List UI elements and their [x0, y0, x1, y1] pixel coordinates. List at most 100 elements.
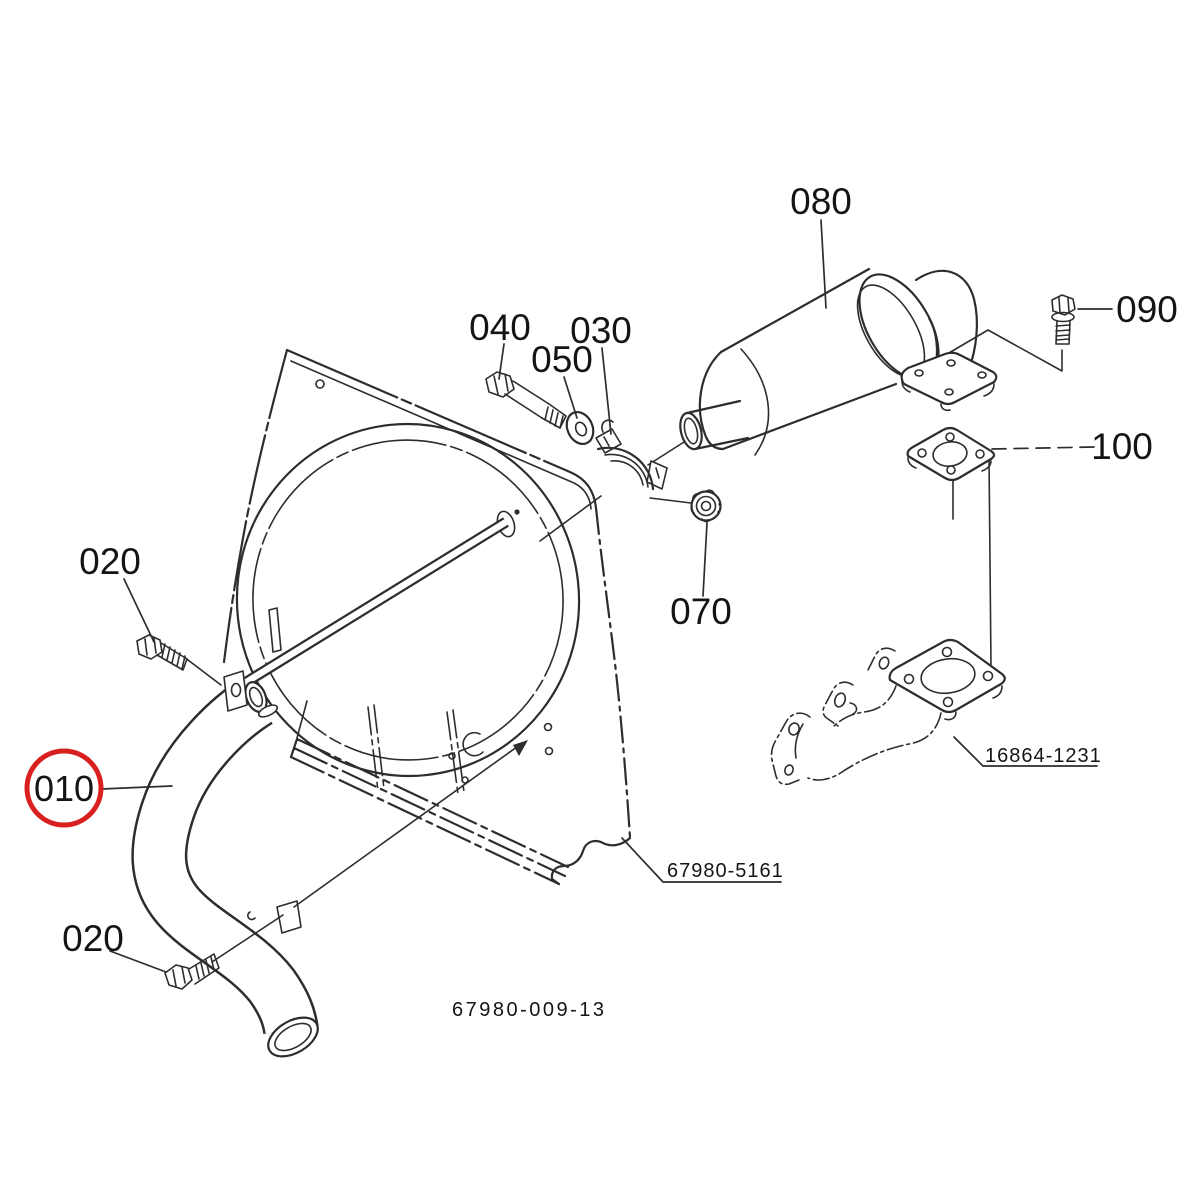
fan-opening-inner — [252, 439, 564, 761]
balloon-090[interactable]: 090 — [1116, 289, 1178, 330]
leader-080 — [820, 219, 827, 309]
washer-050-drawing[interactable] — [562, 408, 598, 448]
balloon-020-lower[interactable]: 020 — [62, 918, 124, 959]
plate-hole-top-left — [315, 379, 325, 389]
leader-070 — [702, 522, 708, 597]
balloon-030[interactable]: 030 — [570, 310, 632, 351]
balloon-020-upper[interactable]: 020 — [79, 541, 141, 582]
muffler-flange-hole-1 — [914, 369, 924, 377]
balloon-100[interactable]: 100 — [1091, 426, 1153, 467]
bolt-020u-threads — [161, 643, 186, 670]
muffler-flange-thickness — [901, 380, 995, 412]
plate-hole-1 — [543, 722, 553, 732]
tail-pipe-upper-tab-hole — [230, 682, 242, 698]
plate-cutout — [367, 704, 465, 795]
leader-040 — [498, 343, 505, 380]
tail-pipe-inlet-rim — [248, 686, 264, 708]
manifold-body-outer — [807, 712, 942, 781]
highlight-circle-010[interactable] — [24, 748, 104, 828]
balloon-050[interactable]: 050 — [531, 339, 593, 380]
tail-pipe-upper-tab — [223, 670, 248, 712]
leader-lines — [100, 219, 1113, 973]
construction-lines — [183, 329, 1063, 963]
plate-hole-dot — [514, 509, 520, 515]
plate-top-edge-inner — [290, 360, 592, 510]
plate-hole-c-shape — [462, 731, 484, 757]
bolt-020l-shank — [188, 953, 220, 985]
clamp-030-loop — [601, 419, 614, 433]
gasket-100-drawing[interactable] — [906, 426, 996, 482]
bolt-020-lower-drawing[interactable] — [164, 953, 220, 990]
muffler-080-drawing[interactable] — [677, 261, 998, 456]
bolt-040-head — [485, 371, 515, 398]
gasket-100-hole-1 — [917, 448, 927, 458]
align-line-upper — [183, 656, 222, 686]
manifold-body-inner — [832, 685, 897, 728]
muffler-flange — [900, 351, 998, 406]
manifold-center-bore — [920, 657, 976, 695]
bolt-040-head-facets — [493, 373, 509, 395]
bolt-040-threads — [544, 406, 564, 429]
muffler-body-bottom — [721, 382, 898, 451]
muffler-body-top — [719, 267, 871, 354]
nut-070-body — [695, 495, 717, 517]
leader-010 — [100, 785, 173, 790]
bolt-090-drawing[interactable] — [1051, 294, 1076, 345]
manifold-hole-1 — [903, 673, 915, 685]
plate-top-edge — [285, 348, 598, 510]
gasket-100-plate — [906, 426, 996, 482]
pipe-through-opening — [237, 517, 509, 691]
manifold-port-1-hole — [878, 656, 890, 670]
manifold-hole-2 — [941, 646, 953, 658]
bolt-020-upper-drawing[interactable] — [136, 634, 188, 671]
bolt-020l-head — [164, 964, 193, 990]
balloon-labels: 010 020 020 030 040 050 070 080 090 100 — [24, 181, 1178, 959]
manifold-port-2-hole — [833, 692, 847, 708]
balloon-040[interactable]: 040 — [469, 307, 531, 348]
plate-hole-3 — [448, 752, 456, 760]
manifold-port-3-hole-2 — [784, 764, 794, 776]
balloon-070[interactable]: 070 — [670, 591, 732, 632]
align-line-bolt-lower — [211, 914, 284, 963]
shroud-part-number[interactable]: 67980-5161 — [667, 860, 784, 882]
muffler-shoulder-seam — [740, 348, 770, 456]
leader-020-lower — [109, 950, 167, 973]
align-line-clamp-nut — [649, 497, 692, 504]
balloon-010[interactable]: 010 — [34, 768, 94, 809]
bolt-040-drawing[interactable] — [485, 371, 567, 429]
nut-070-hole — [700, 500, 712, 512]
muffler-flange-hole-2 — [946, 359, 956, 367]
align-line-clamp-left — [539, 495, 602, 542]
thin-pipe-core — [238, 519, 508, 689]
exhaust-manifold-drawing — [770, 638, 1006, 786]
nut-070-drawing[interactable] — [690, 489, 722, 523]
manifold-part-number[interactable]: 16864-1231 — [985, 745, 1102, 767]
tail-pipe-outlet-rim — [274, 1022, 312, 1052]
manifold-port-3 — [770, 712, 811, 786]
plate-hole-2 — [544, 746, 554, 756]
plate-left-edge — [222, 348, 289, 664]
plate-hole-4 — [461, 776, 469, 784]
leader-020-upper — [123, 578, 155, 643]
muffler-inlet-stub — [685, 399, 750, 451]
plate-right-edge — [594, 506, 632, 840]
bolt-090-collar — [1051, 311, 1075, 323]
tail-pipe-drawing[interactable] — [131, 670, 324, 1064]
clamp-030-band-inner — [610, 460, 644, 486]
manifold-port-3-seam — [794, 723, 804, 759]
bolt-090-threads — [1055, 324, 1071, 341]
clamp-030-drawing[interactable] — [595, 419, 668, 491]
leader-shroud-ref — [621, 837, 782, 883]
gasket-100-hole-4 — [946, 465, 956, 475]
manifold-hole-4 — [942, 696, 954, 708]
tail-pipe-lower-tab-mark — [247, 911, 256, 921]
balloon-080[interactable]: 080 — [790, 181, 852, 222]
clamp-030-band-mid — [604, 453, 649, 488]
bolt-090-head-facets — [1058, 297, 1070, 314]
bolt-020u-head-facets — [144, 637, 157, 656]
washer-050-hole — [574, 421, 588, 437]
tail-pipe-slot — [257, 704, 279, 718]
bolt-040-shank — [504, 380, 550, 419]
gasket-100-hole-2 — [945, 432, 955, 442]
